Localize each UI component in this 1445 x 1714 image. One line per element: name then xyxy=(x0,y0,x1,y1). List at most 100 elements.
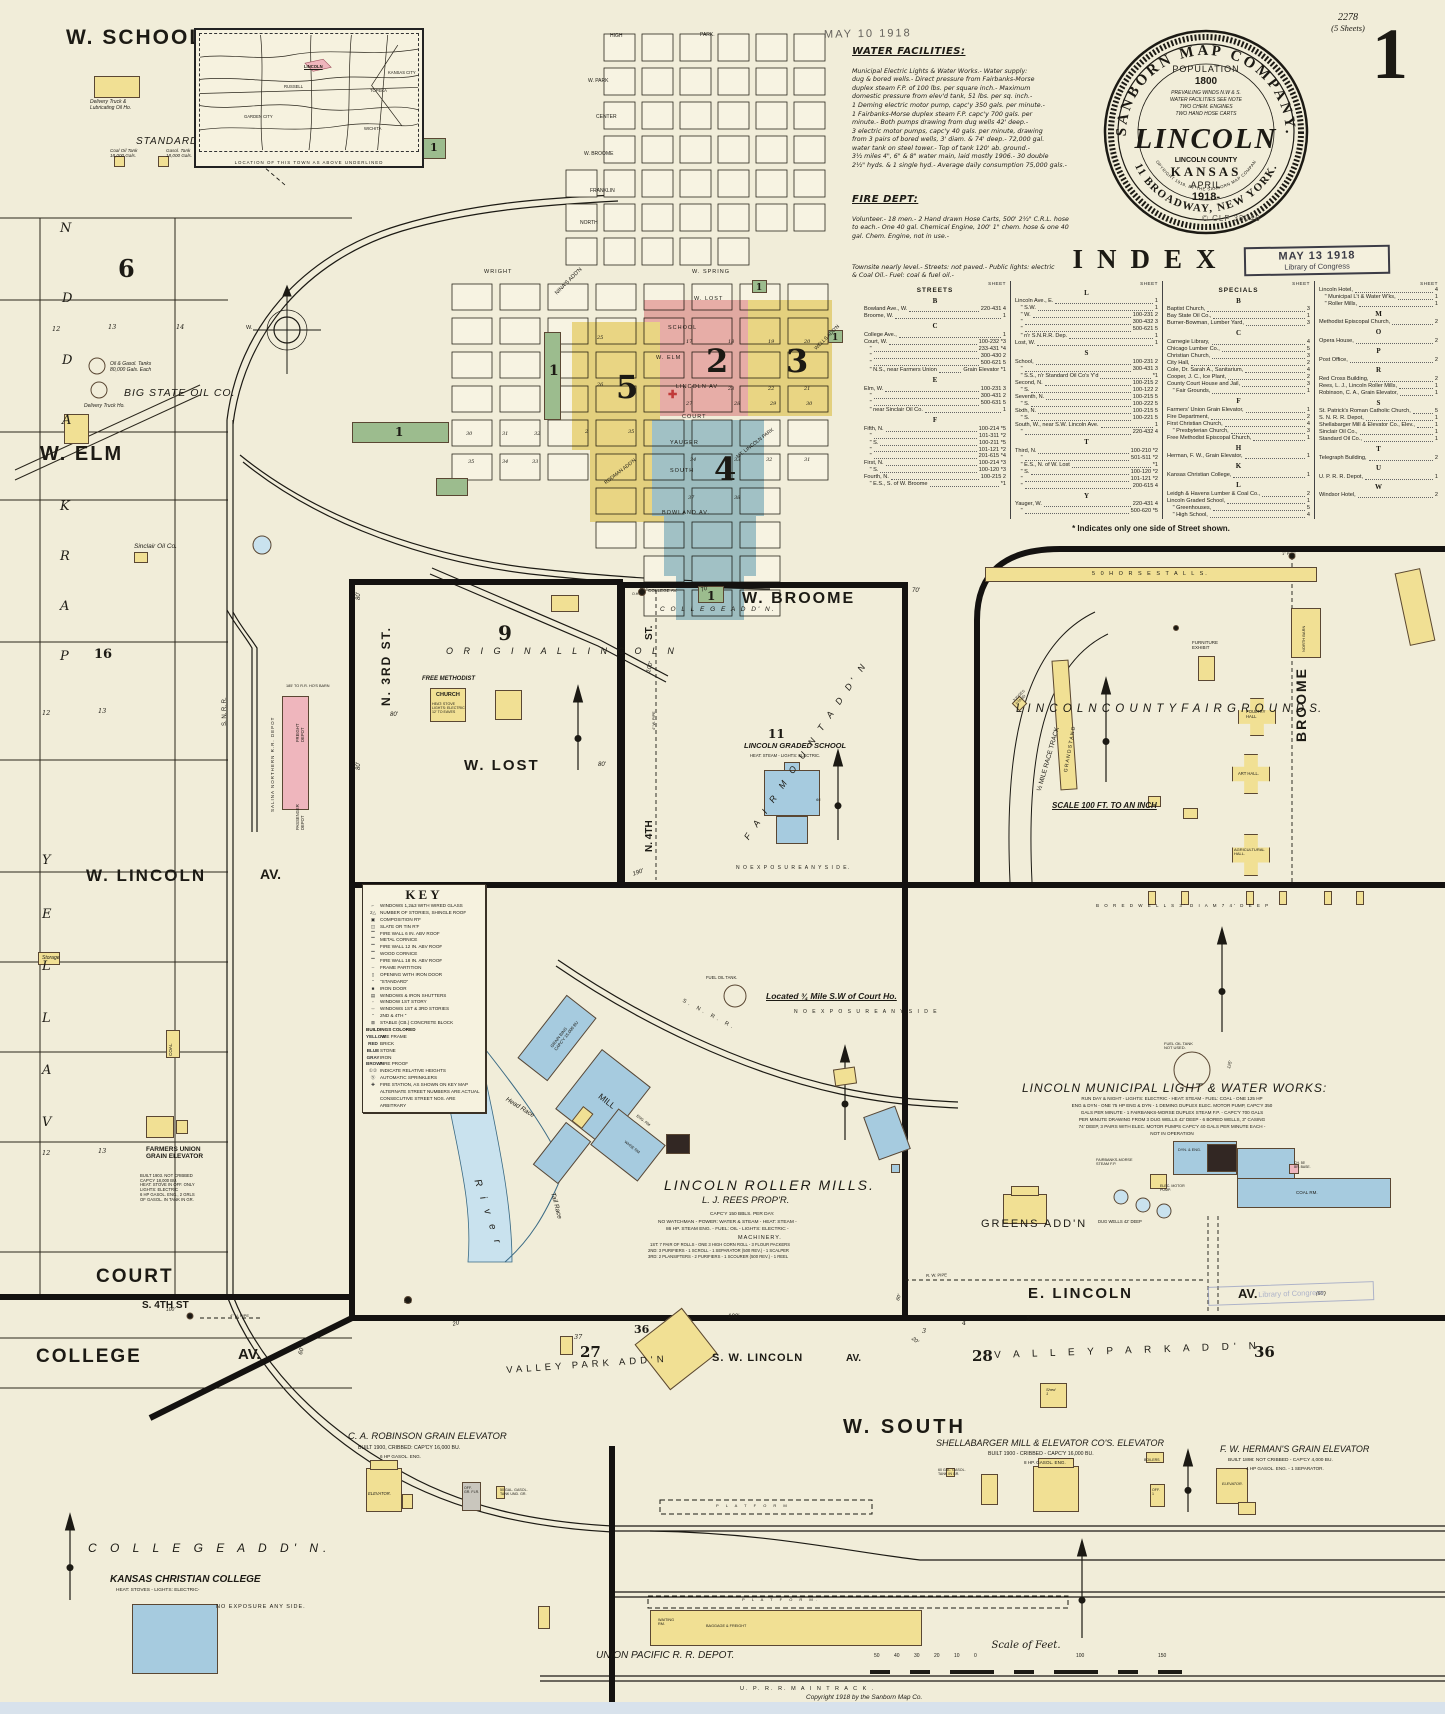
std-delivery: Delivery Truck & Lubricating Oil Ho. xyxy=(90,99,132,111)
index-section-heading: STREETS xyxy=(916,286,954,294)
graded-school-top xyxy=(784,762,800,771)
greens-bldg-2 xyxy=(1011,1186,1039,1196)
section-borders xyxy=(0,546,1445,1702)
km-south: SOUTH xyxy=(670,468,695,474)
index-entry: Post Office,2 xyxy=(1319,356,1438,363)
seal-fact-3: TWO CHEM. ENGINES xyxy=(1179,104,1233,110)
shellabarger-tank: 60 GAL. GASOL. TANK IN GR. xyxy=(938,1468,966,1477)
street-st-4th-a: ST. xyxy=(644,625,655,640)
kcc-note: HEAT: STOVES - LIGHTS: ELECTRIC- xyxy=(116,1588,200,1593)
street-w-elm: W. ELM xyxy=(40,443,124,465)
mills-mach-3: 3RD: 2 PLANSIFTERS - 2 PURIFIERS - 1 SCO… xyxy=(648,1254,789,1259)
index-entry: Bowland Ave., W.220-431 4 xyxy=(864,306,1006,313)
margin-letter-l1: L xyxy=(42,959,51,974)
km-yauger: YAUGER xyxy=(670,440,699,446)
elec-pump-label: ELEC. MOTOR PUMP. xyxy=(1160,1184,1185,1193)
key-glyph: RED xyxy=(368,1040,378,1046)
index-entry: " Presbyterian Church,3 xyxy=(1167,427,1310,434)
sheet1-marker-d: 1 xyxy=(832,333,839,343)
index-entry: "201-615 *4 xyxy=(864,453,1006,460)
herman-boiler-bldg xyxy=(1146,1452,1164,1463)
km-school: SCHOOL xyxy=(668,325,698,331)
shellabarger-tank xyxy=(946,1468,955,1477)
km-lot-34b: 34 xyxy=(502,459,509,465)
big-state-oil: BIG STATE OIL CO. xyxy=(124,387,236,399)
scale-tick: 40 xyxy=(894,1653,900,1659)
index-entry: Baptist Church,3 xyxy=(1167,306,1310,313)
fair-shed-a xyxy=(1148,796,1161,807)
mun-right-bldg xyxy=(1237,1148,1295,1182)
scale-tick: 10 xyxy=(954,1653,960,1659)
block-27: 27 xyxy=(580,1343,601,1361)
km-lot-31: 31 xyxy=(804,457,811,463)
pipe-4n: 4" N. PIPE xyxy=(230,1313,249,1318)
mills-mach-2: 2ND: 3 PURIFIERS - 1 SCROLL - 1 SEPARATO… xyxy=(648,1248,789,1253)
index-letter-heading: Y xyxy=(1083,491,1090,500)
lot-14a: 14 xyxy=(176,323,185,331)
lc-stamp-org: Library of Congress xyxy=(1284,261,1350,272)
km-w-park: W. PARK xyxy=(588,78,609,84)
farmers-union-note: BUILT 1903. NOT CRIBBED CAP'CY 18,000 BU… xyxy=(140,1173,195,1202)
index-entry: Carnegie Library,4 xyxy=(1167,339,1310,346)
inset-town-lincoln: LINCOLN xyxy=(304,64,323,69)
km-high: HIGH xyxy=(610,33,623,39)
index-entry: " Greenhouses,5 xyxy=(1167,504,1310,511)
sheet1-green-d xyxy=(828,330,843,343)
index-entry: Telegraph Building,2 xyxy=(1319,455,1438,462)
shellabarger-title: SHELLABARGER MILL & ELEVATOR CO'S. ELEVA… xyxy=(936,1438,1164,1448)
addn-college-keymap: C O L L E G E A D D' N. xyxy=(660,606,776,613)
index-letter-heading: F xyxy=(932,415,938,424)
index-entry: " S.100-222 5 xyxy=(1015,401,1158,408)
freight-depot: FREIGHT DEPOT xyxy=(295,723,305,742)
storage-bldg xyxy=(38,952,60,965)
index-entry: " S.100-120 *3 xyxy=(864,467,1006,474)
index-entry: Lincoln Graded School,1 xyxy=(1167,497,1310,504)
fairmount-no-exposure: N O E X P O S U R E A N Y S I D E. xyxy=(736,865,851,871)
index-entry: " S.S., n'r Standard Oil Co's Y'd*1 xyxy=(1015,373,1158,380)
key-legend-row: ⌐WINDOWS 1,2&3 WITH WIRED GLASS xyxy=(366,903,482,910)
index-entry: "200-615 4 xyxy=(1015,482,1158,489)
sheet1-marker-f: 1 xyxy=(430,141,438,154)
robinson-off: OFF. GR. FLR. xyxy=(464,1486,480,1495)
index-entry: Leidgh & Havens Lumber & Coal Co.,2 xyxy=(1167,490,1310,497)
herman-off: OFF. 1 xyxy=(1152,1488,1160,1497)
greens-bldg-1 xyxy=(1003,1194,1047,1224)
margin-letter-d2: D xyxy=(62,353,73,368)
kcc-title: KANSAS CHRISTIAN COLLEGE xyxy=(110,1574,261,1585)
km-lot-2: 2 xyxy=(585,429,589,435)
block-9: 9 xyxy=(498,621,512,645)
index-sheet-label: SHEET xyxy=(1420,281,1438,286)
coal-rm-label: COAL RM. xyxy=(1296,1190,1318,1195)
graded-school-note: HEAT: STEAM - LIGHTS: ELECTRIC. xyxy=(750,753,821,758)
sinclair-bldg xyxy=(134,552,148,563)
index-letter-heading: E xyxy=(932,376,938,385)
robinson-note-1: BUILT 1900, CRIBBED: CAP'CY 16,000 BU. xyxy=(358,1445,461,1451)
key-glyph: ▔ xyxy=(371,958,375,964)
seal-population-label: POPULATION xyxy=(1172,64,1239,74)
margin-letter-l2: L xyxy=(42,1011,51,1026)
herman-elev-label: ELEVATOR. xyxy=(1222,1482,1243,1486)
mills-no-exposure: N O E X P O S U R E A N Y S I D E xyxy=(794,1009,939,1015)
index-entry: Lincoln Hotel,4 xyxy=(1319,286,1438,293)
big-state-delivery-ho xyxy=(64,414,89,444)
key-glyph: ▔ xyxy=(371,937,375,943)
km-lot-33b: 33 xyxy=(532,459,539,465)
km-wright: WRIGHT xyxy=(484,269,513,275)
index-sheet-label: SHEET xyxy=(988,281,1006,286)
mills-fuel-tank: FUEL OIL TANK. xyxy=(706,975,738,980)
catalog-stamp: © CLF 33046 xyxy=(1202,214,1261,223)
key-legend-row: ▔WOOD CORNICE xyxy=(366,951,482,958)
street-w-south: W. SOUTH xyxy=(843,1416,966,1438)
street-n-4th: N. 4TH xyxy=(644,820,655,852)
km-lincoln-av: LINCOLN AV xyxy=(676,384,718,390)
key-glyph: ⊠ xyxy=(371,1020,375,1026)
key-glyph: Ⓢ xyxy=(370,1075,376,1081)
platform-1: P L A T F O R M xyxy=(716,1503,790,1508)
km-franklin: FRANKLIN xyxy=(590,188,615,194)
mills-machinery: MACHINERY. xyxy=(738,1235,782,1241)
rr-snrr-vert: S. N. R. R. xyxy=(222,697,228,726)
mills-mach-1: 1ST: 7 PAIR OF ROLLS - ONE 3 HIGH CORN R… xyxy=(650,1242,791,1247)
margin-letter-a3: A xyxy=(42,1063,52,1078)
robinson-side xyxy=(402,1494,413,1509)
